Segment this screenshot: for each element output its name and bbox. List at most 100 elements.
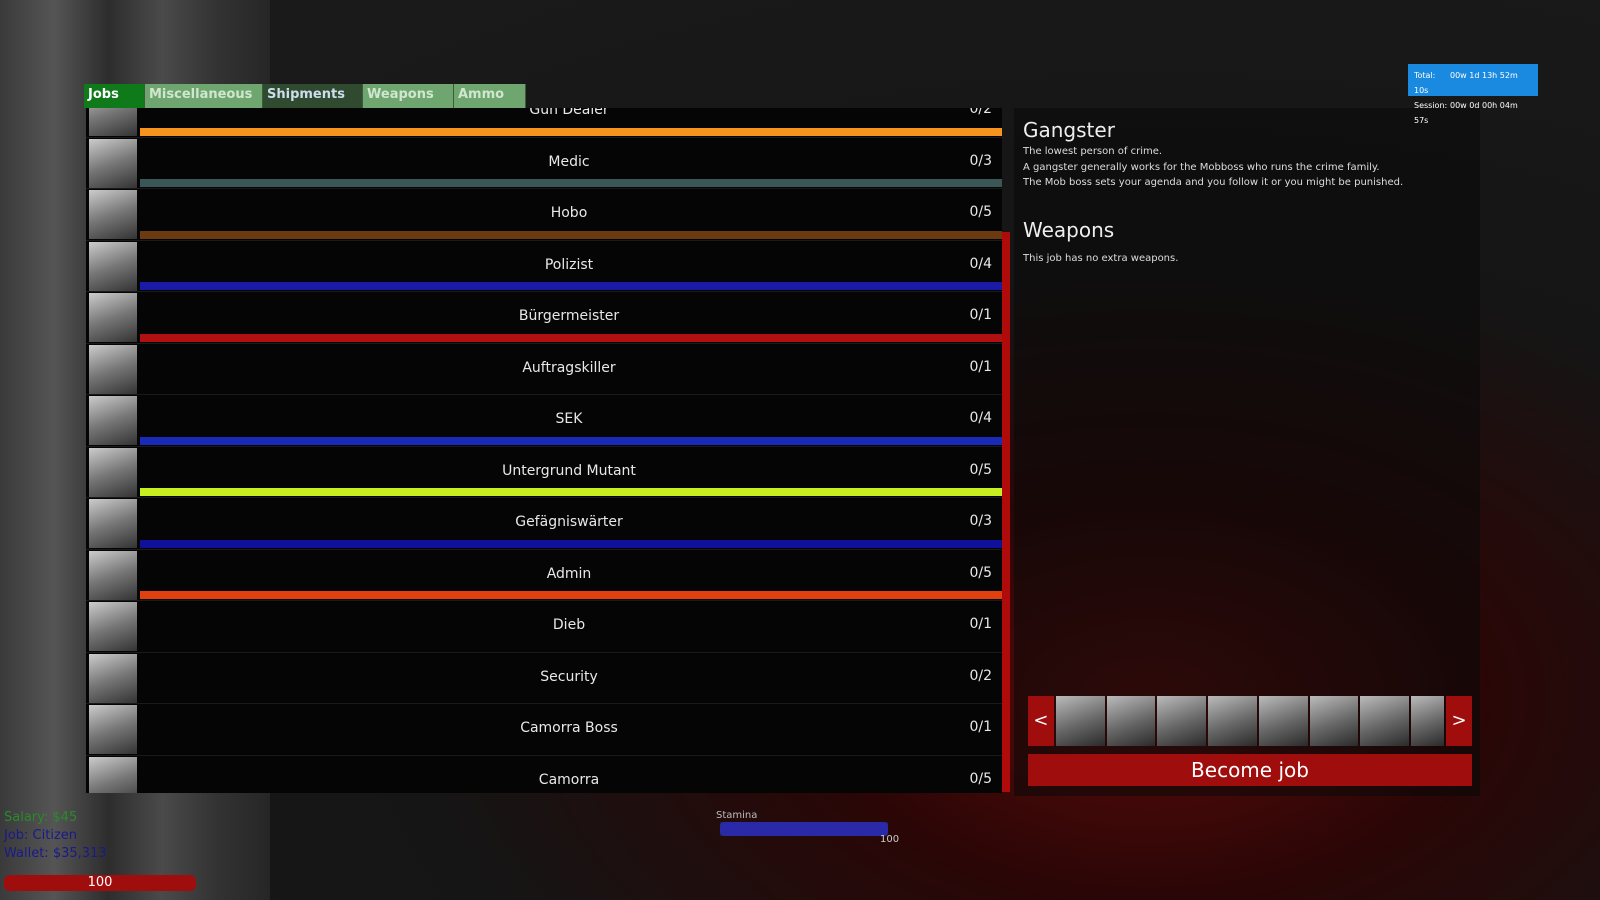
job-avatar: [89, 293, 137, 342]
job-row[interactable]: Security 0/2: [86, 652, 1002, 704]
job-avatar: [89, 241, 137, 291]
job-color-bar: [140, 488, 1002, 496]
model-thumb[interactable]: [1258, 696, 1308, 746]
job-name: Security: [540, 668, 598, 685]
job-row[interactable]: Camorra 0/5: [86, 755, 1002, 793]
desc-line: A gangster generally works for the Mobbo…: [1023, 161, 1380, 173]
job-list: Gun Dealer 0/2 Medic 0/3 Hobo 0/5 Polizi…: [86, 108, 1002, 793]
job-color-bar: [140, 746, 1002, 754]
job-avatar: [89, 705, 137, 754]
job-slots: 0/2: [969, 667, 992, 684]
job-color-bar: [140, 694, 1002, 702]
job-color-bar: [140, 179, 1002, 187]
job-slots: 0/1: [969, 719, 992, 735]
tab-shipments[interactable]: Shipments: [263, 84, 363, 108]
job-row[interactable]: Untergrund Mutant 0/5: [86, 446, 1002, 498]
job-name: Camorra: [538, 771, 600, 788]
desc-line: The lowest person of crime.: [1023, 146, 1163, 157]
session-time: 00w 0d 00h 04m 57s: [1414, 101, 1518, 125]
job-slots: 0/3: [969, 513, 992, 529]
model-thumb[interactable]: [1208, 696, 1257, 746]
stamina-fill: [720, 822, 888, 836]
stamina-value: 100: [880, 834, 900, 845]
job-slots: 0/5: [969, 461, 992, 478]
job-row[interactable]: Camorra Boss 0/1: [86, 704, 1002, 756]
job-slots: 0/4: [969, 255, 992, 272]
job-row[interactable]: Bürgermeister 0/1: [86, 292, 1002, 344]
playtime-panel: Total:00w 1d 13h 52m 10s Session:00w 0d …: [1408, 64, 1538, 125]
job-title: Gangster: [1023, 118, 1115, 142]
weapons-heading: Weapons: [1023, 218, 1115, 242]
job-row[interactable]: Gun Dealer 0/2: [86, 108, 1002, 138]
health-value: 100: [87, 875, 113, 890]
prev-model-button[interactable]: <: [1028, 696, 1054, 746]
job-avatar: [89, 396, 137, 445]
job-detail-panel: Gangster The lowest person of crime. A g…: [1014, 108, 1480, 796]
job-description: The lowest person of crime. A gangster g…: [1023, 144, 1403, 191]
job-color-bar: [140, 127, 1002, 136]
next-model-button[interactable]: >: [1446, 696, 1472, 746]
job-text: Job: Citizen: [4, 828, 78, 843]
job-name: Gun Dealer: [529, 108, 609, 118]
tab-jobs[interactable]: Jobs: [84, 84, 145, 108]
become-job-button[interactable]: Become job: [1028, 754, 1472, 786]
model-thumb[interactable]: [1411, 696, 1445, 746]
job-color-bar: [140, 436, 1002, 445]
model-thumb[interactable]: [1106, 696, 1156, 746]
desc-line: The Mob boss sets your agenda and you fo…: [1023, 177, 1404, 188]
job-slots: 0/1: [969, 616, 992, 632]
job-name: Auftragskiller: [522, 359, 616, 376]
job-name: Medic: [548, 153, 590, 170]
job-color-bar: [140, 282, 1002, 290]
job-slots: 0/2: [969, 108, 992, 117]
tab-bar: Jobs Miscellaneous Shipments Weapons Amm…: [84, 84, 526, 108]
job-color-bar: [140, 643, 1002, 651]
job-row[interactable]: Dieb 0/1: [86, 601, 1002, 653]
job-slots: 0/5: [969, 204, 992, 220]
job-name: SEK: [555, 411, 583, 427]
job-avatar: [89, 138, 137, 188]
model-thumb[interactable]: [1157, 696, 1207, 746]
health-bar: 100: [4, 875, 196, 891]
job-name: Gefägniswärter: [515, 514, 623, 530]
job-name: Untergrund Mutant: [502, 462, 636, 479]
scrollbar[interactable]: [1002, 232, 1010, 792]
tab-miscellaneous[interactable]: Miscellaneous: [145, 84, 263, 108]
tab-weapons[interactable]: Weapons: [363, 84, 454, 108]
job-row[interactable]: Admin 0/5: [86, 549, 1002, 601]
weapons-text: This job has no extra weapons.: [1023, 253, 1179, 264]
job-color-bar: [140, 591, 1002, 599]
job-name: Camorra Boss: [520, 720, 618, 736]
job-slots: 0/5: [969, 564, 992, 581]
job-row[interactable]: Auftragskiller 0/1: [86, 343, 1002, 395]
model-thumb[interactable]: [1360, 696, 1410, 746]
job-row[interactable]: Medic 0/3: [86, 137, 1002, 189]
job-avatar: [89, 550, 137, 600]
job-row[interactable]: Hobo 0/5: [86, 189, 1002, 241]
job-row[interactable]: Polizist 0/4: [86, 240, 1002, 292]
job-name: Polizist: [544, 256, 594, 273]
job-row[interactable]: Gefägniswärter 0/3: [86, 498, 1002, 550]
job-avatar: [89, 653, 137, 703]
job-name: Dieb: [552, 617, 586, 633]
job-name: Admin: [546, 565, 592, 582]
job-avatar: [89, 756, 137, 793]
model-thumb[interactable]: [1309, 696, 1359, 746]
job-color-bar: [140, 230, 1002, 239]
tab-ammo[interactable]: Ammo: [454, 84, 526, 108]
job-slots: 0/4: [969, 410, 992, 426]
total-label: Total:: [1414, 71, 1436, 80]
salary-text: Salary: $45: [4, 810, 78, 825]
job-color-bar: [140, 385, 1002, 393]
wallet-text: Wallet: $35,313: [4, 846, 107, 861]
stamina-bar: [720, 822, 888, 836]
job-color-bar: [140, 539, 1002, 548]
total-time: 00w 1d 13h 52m 10s: [1414, 71, 1518, 95]
stamina-label: Stamina: [716, 810, 758, 821]
job-row[interactable]: SEK 0/4: [86, 395, 1002, 447]
job-avatar: [89, 108, 137, 136]
job-slots: 0/1: [969, 307, 992, 323]
job-color-bar: [140, 333, 1002, 342]
job-name: Hobo: [550, 205, 588, 221]
model-thumb[interactable]: [1055, 696, 1105, 746]
